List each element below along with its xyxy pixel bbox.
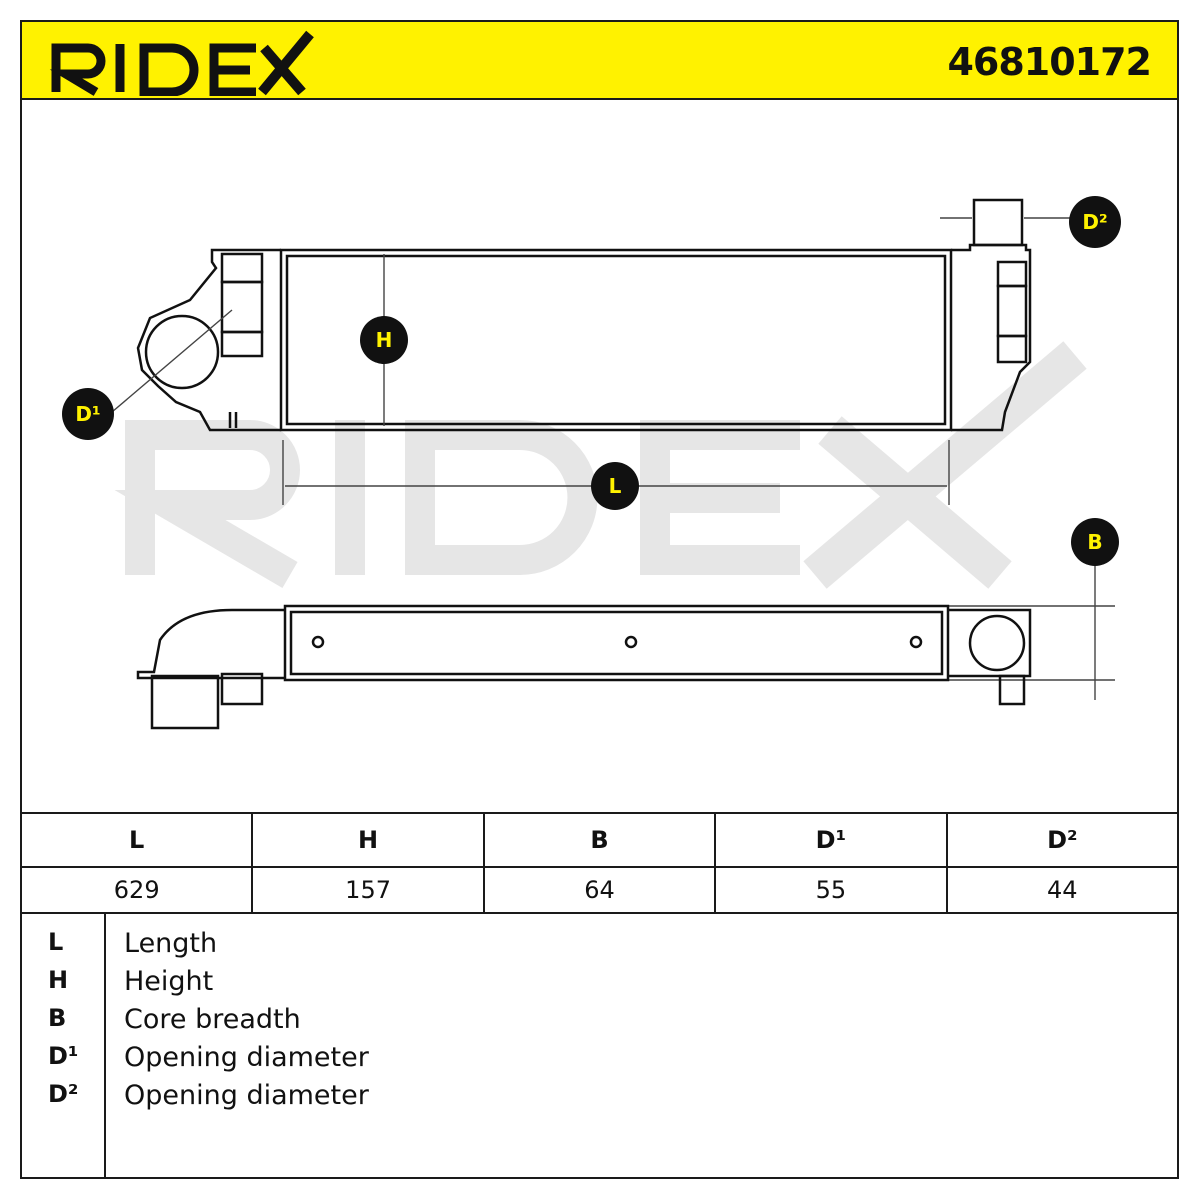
- table-header-d2: D²: [945, 812, 1180, 868]
- table-header-d1: D¹: [714, 812, 948, 868]
- legend-item: L Length: [22, 926, 1177, 964]
- legend-label: Opening diameter: [124, 1042, 369, 1073]
- callout-b: B: [1071, 518, 1119, 566]
- legend-item: B Core breadth: [22, 1002, 1177, 1040]
- core-side: [283, 604, 950, 682]
- svg-text:L: L: [609, 474, 622, 498]
- legend-item: H Height: [22, 964, 1177, 1002]
- legend-key: L: [48, 928, 64, 956]
- dimension-lines: [111, 217, 1115, 700]
- front-view: [136, 198, 1032, 432]
- legend-label: Length: [124, 928, 218, 959]
- table-header-h: H: [251, 812, 485, 868]
- part-number: 46810172: [947, 40, 1152, 84]
- core-front: [279, 248, 953, 432]
- ridex-watermark: [114, 341, 1087, 589]
- table-header-row: L H B D¹ D²: [19, 812, 1180, 868]
- table-value-l: 629: [19, 866, 254, 914]
- intercooler-drawing: H L D¹ D² B: [62, 196, 1121, 730]
- legend-key: D²: [48, 1080, 79, 1108]
- svg-text:D¹: D¹: [75, 402, 100, 426]
- table-value-row: 629 157 64 55 44: [19, 866, 1180, 914]
- legend-label: Height: [124, 966, 214, 997]
- legend-divider: [104, 912, 106, 1177]
- legend-item: D¹ Opening diameter: [22, 1040, 1177, 1078]
- table-header-b: B: [482, 812, 717, 868]
- callout-l: L: [591, 462, 639, 510]
- header-bar: 46810172: [20, 20, 1179, 100]
- svg-text:D²: D²: [1082, 210, 1107, 234]
- legend-label: Opening diameter: [124, 1080, 369, 1111]
- legend-label: Core breadth: [124, 1004, 301, 1035]
- callout-h: H: [360, 316, 408, 364]
- table-header-l: L: [19, 812, 254, 868]
- table-value-d1: 55: [714, 866, 948, 914]
- callout-d1: D¹: [62, 388, 114, 440]
- legend-key: B: [48, 1004, 67, 1032]
- legend: L Length H Height B Core breadth D¹ Open…: [20, 912, 1179, 1179]
- legend-item: D² Opening diameter: [22, 1078, 1177, 1116]
- left-tank: [136, 248, 281, 432]
- svg-text:H: H: [376, 328, 393, 352]
- table-value-d2: 44: [945, 866, 1180, 914]
- right-tank: [951, 243, 1032, 432]
- callout-d2: D²: [1069, 196, 1121, 248]
- legend-key: D¹: [48, 1042, 79, 1070]
- legend-key: H: [48, 966, 69, 994]
- table-value-b: 64: [482, 866, 717, 914]
- ridex-logo: [49, 30, 314, 96]
- table-value-h: 157: [251, 866, 485, 914]
- dimensions-table: L H B D¹ D² 629 157 64 55 44: [19, 812, 1180, 914]
- svg-text:B: B: [1087, 530, 1102, 554]
- side-view: [136, 604, 1032, 730]
